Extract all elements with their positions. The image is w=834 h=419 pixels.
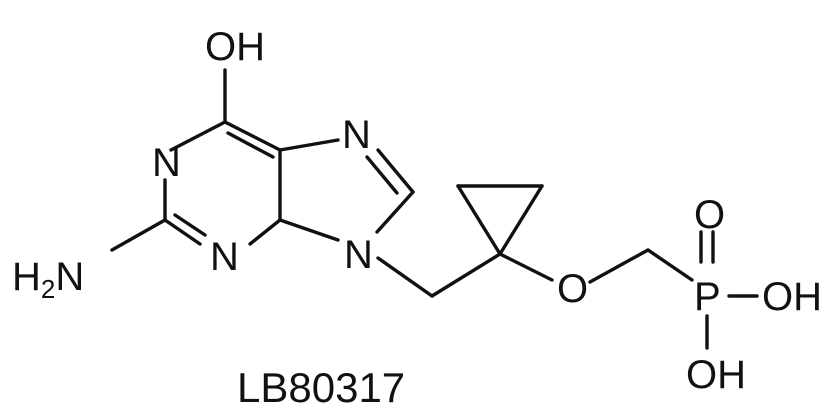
atom-n3: N [210, 235, 239, 279]
bond-cq-o [498, 252, 554, 282]
atom-ether-o: O [557, 267, 588, 311]
bond-cp-3 [498, 184, 544, 256]
bond-cp-2 [456, 184, 502, 256]
bond-n9-ch2 [376, 256, 434, 298]
atom-nh2: H2N [12, 255, 84, 304]
bonds [110, 68, 759, 350]
atom-oh-bottom: OH [686, 353, 746, 397]
amine-subscript: 2 [41, 274, 55, 304]
amine-n: N [55, 255, 84, 299]
bond-c6-n1 [169, 120, 227, 152]
compound-caption: LB80317 [237, 364, 405, 411]
bond-n7-c8 [376, 148, 415, 194]
atom-oh-right: OH [762, 275, 822, 319]
bond-c6-c5-inner [226, 131, 275, 159]
bond-n7-c8-inner [365, 155, 399, 195]
bond-c5-n7 [278, 138, 340, 152]
atom-phosphorus: P [694, 275, 721, 319]
bond-c6-c5 [223, 120, 282, 152]
atom-labels: OH N N N N H2N O P O OH OH [12, 25, 822, 397]
bond-o-ch2 [588, 248, 650, 284]
atom-n9: N [344, 233, 373, 277]
bond-ch2-cq [430, 252, 502, 298]
bond-n9-c4 [278, 218, 340, 242]
bond-n3-c4 [248, 218, 282, 246]
bond-ch2-p [646, 248, 694, 282]
atom-n1: N [152, 141, 181, 185]
bond-c2-n3-inner [173, 213, 207, 237]
bond-c8-n9 [375, 190, 415, 234]
atom-n7: N [342, 113, 371, 157]
bond-c2-nh2 [110, 218, 167, 252]
bond-c2-n3 [163, 218, 202, 246]
amine-h: H [12, 255, 41, 299]
atom-oh-top: OH [205, 25, 265, 69]
atom-phosphoryl-o: O [694, 193, 725, 237]
